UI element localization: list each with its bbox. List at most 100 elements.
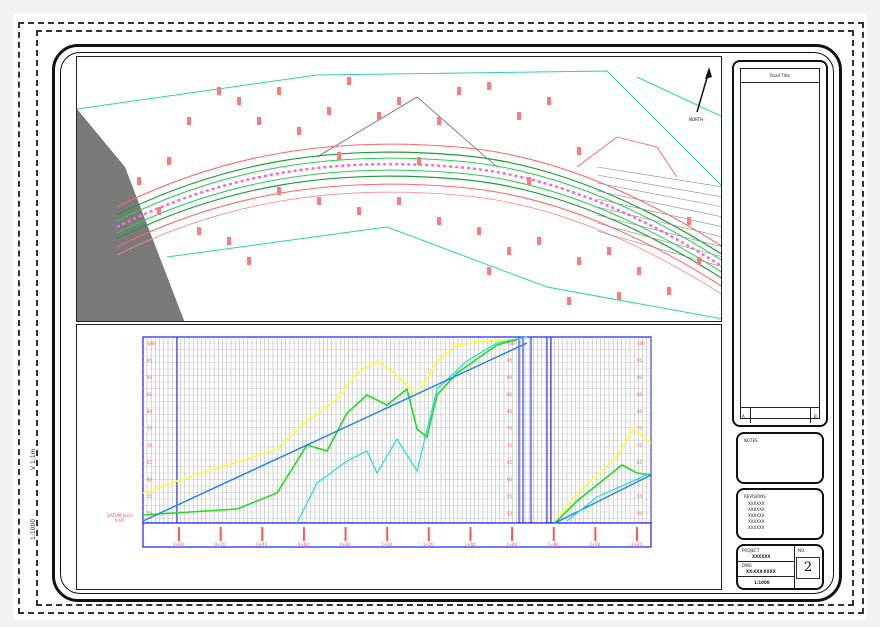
row-cell-b [810, 407, 811, 423]
road-corridor [116, 143, 721, 295]
station-label: 1+60 [506, 542, 517, 547]
elevation-label-right: 70 [637, 443, 643, 448]
row-label-a: A [742, 414, 745, 419]
proposed-grade-right [554, 464, 652, 524]
survey-points [137, 77, 701, 305]
elevation-label-mid: 50 [507, 511, 513, 516]
project-label: PROJECT [742, 548, 760, 553]
datum-label: DATUM ELEV [107, 513, 133, 518]
sheet-border-left [18, 22, 20, 614]
inner-border-right [852, 30, 854, 606]
boundary-south [166, 226, 721, 320]
north-arrow-icon [696, 67, 712, 113]
station-label: 1+20 [423, 542, 434, 547]
revision-4: XXXXXX [748, 519, 765, 524]
sheet-border-top [18, 22, 864, 24]
elevation-label-left: 65 [147, 460, 153, 465]
elevation-label-left: 85 [147, 392, 153, 397]
datum-value: 0.00 [115, 518, 124, 523]
inner-border-top [36, 30, 854, 32]
sheet-number: 2 [796, 557, 820, 579]
title-block-main: Road Title A B [732, 60, 828, 427]
elevation-label-mid: 85 [507, 392, 513, 397]
row-cell-a [750, 407, 751, 423]
existing-ground-line [142, 338, 520, 494]
elevation-label-mid: 60 [507, 477, 513, 482]
station-label: 1+00 [381, 542, 392, 547]
elevation-label-mid: 65 [507, 460, 513, 465]
inner-border-left [36, 30, 38, 606]
elevation-label-right: 60 [637, 477, 643, 482]
elevation-label-left: 95 [147, 358, 153, 363]
elevation-label-mid: 100 [507, 341, 515, 346]
title-block-header: Road Title [770, 73, 790, 78]
centerline-grade-right [554, 474, 652, 524]
elevation-label-mid: 55 [507, 494, 513, 499]
station-label: 2+20 [631, 542, 642, 547]
profile-grid-frame [142, 336, 652, 524]
elevation-label-left: 90 [147, 375, 153, 380]
drawing-label: DWG [742, 563, 753, 568]
elevation-label-right: 50 [637, 511, 643, 516]
grading-outline [576, 136, 678, 178]
header-divider [740, 82, 820, 83]
station-label: 1+40 [464, 542, 475, 547]
drawing-frame-inner [60, 52, 834, 594]
revision-3: XXXXXX [748, 513, 765, 518]
revision-5: XXXXXX [748, 525, 765, 530]
elevation-label-right: 90 [637, 375, 643, 380]
scale-value: 1:1000 [754, 580, 770, 585]
project-value: XXXXXX [752, 554, 771, 559]
plan-view: NORTH [76, 56, 722, 322]
existing-ground-right [554, 427, 652, 524]
proposed-grade-line [142, 338, 520, 516]
elevation-label-left: 55 [147, 494, 153, 499]
station-label: 0+40 [256, 542, 267, 547]
revision-1: XXXXXX [748, 501, 765, 506]
centerline-grade-line [142, 342, 528, 522]
notes-block: NOTES [736, 432, 824, 484]
boundary-east [636, 76, 721, 117]
elevation-label-right: 65 [637, 460, 643, 465]
station-label: 2+00 [589, 542, 600, 547]
scale-note: V 1:1m [30, 448, 37, 470]
row-label-b: B [814, 414, 817, 419]
station-band [142, 522, 652, 548]
grading-hatch [596, 166, 721, 267]
embankment-shape [77, 109, 185, 321]
station-label: 0+80 [340, 542, 351, 547]
offset-grade-line [296, 336, 528, 524]
elevation-label-mid: 95 [507, 358, 513, 363]
drawing-value: XX-XXX-XXXX [746, 569, 776, 574]
elevation-label-mid: 80 [507, 409, 513, 414]
station-label: 1+80 [548, 542, 559, 547]
elevation-label-right: 95 [637, 358, 643, 363]
elevation-label-right: 55 [637, 494, 643, 499]
drawing-frame [52, 44, 842, 602]
elevation-label-mid: 90 [507, 375, 513, 380]
station-label: 0+60 [298, 542, 309, 547]
elevation-label-right: 85 [637, 392, 643, 397]
drawing-info-block: PROJECT XXXXXX DWG XX-XXX-XXXX 1:1000 NO… [736, 544, 824, 590]
title-block-inner [740, 68, 820, 419]
sheet-border-right [862, 22, 864, 614]
north-label: NORTH [689, 117, 703, 122]
elevation-label-left: 75 [147, 426, 153, 431]
info-row-2 [738, 576, 794, 577]
station-label: 0+20 [215, 542, 226, 547]
revision-2: XXXXXX [748, 507, 765, 512]
row-divider [740, 407, 820, 408]
elevation-label-mid: 70 [507, 443, 513, 448]
elevation-label-left: 60 [147, 477, 153, 482]
elevation-label-left: 70 [147, 443, 153, 448]
elevation-label-left: 50 [147, 511, 153, 516]
revisions-block: REVISIONS XXXXXX XXXXXX XXXXXX XXXXXX XX… [736, 488, 824, 540]
side-note: 1:1000 [30, 518, 37, 540]
elevation-label-left: 80 [147, 409, 153, 414]
sheet-border-bottom [18, 612, 864, 614]
sheet-label: NO. [798, 548, 806, 553]
elevation-label-right: 75 [637, 426, 643, 431]
boundary-north [77, 70, 721, 186]
elevation-label-left: 100 [147, 341, 155, 346]
